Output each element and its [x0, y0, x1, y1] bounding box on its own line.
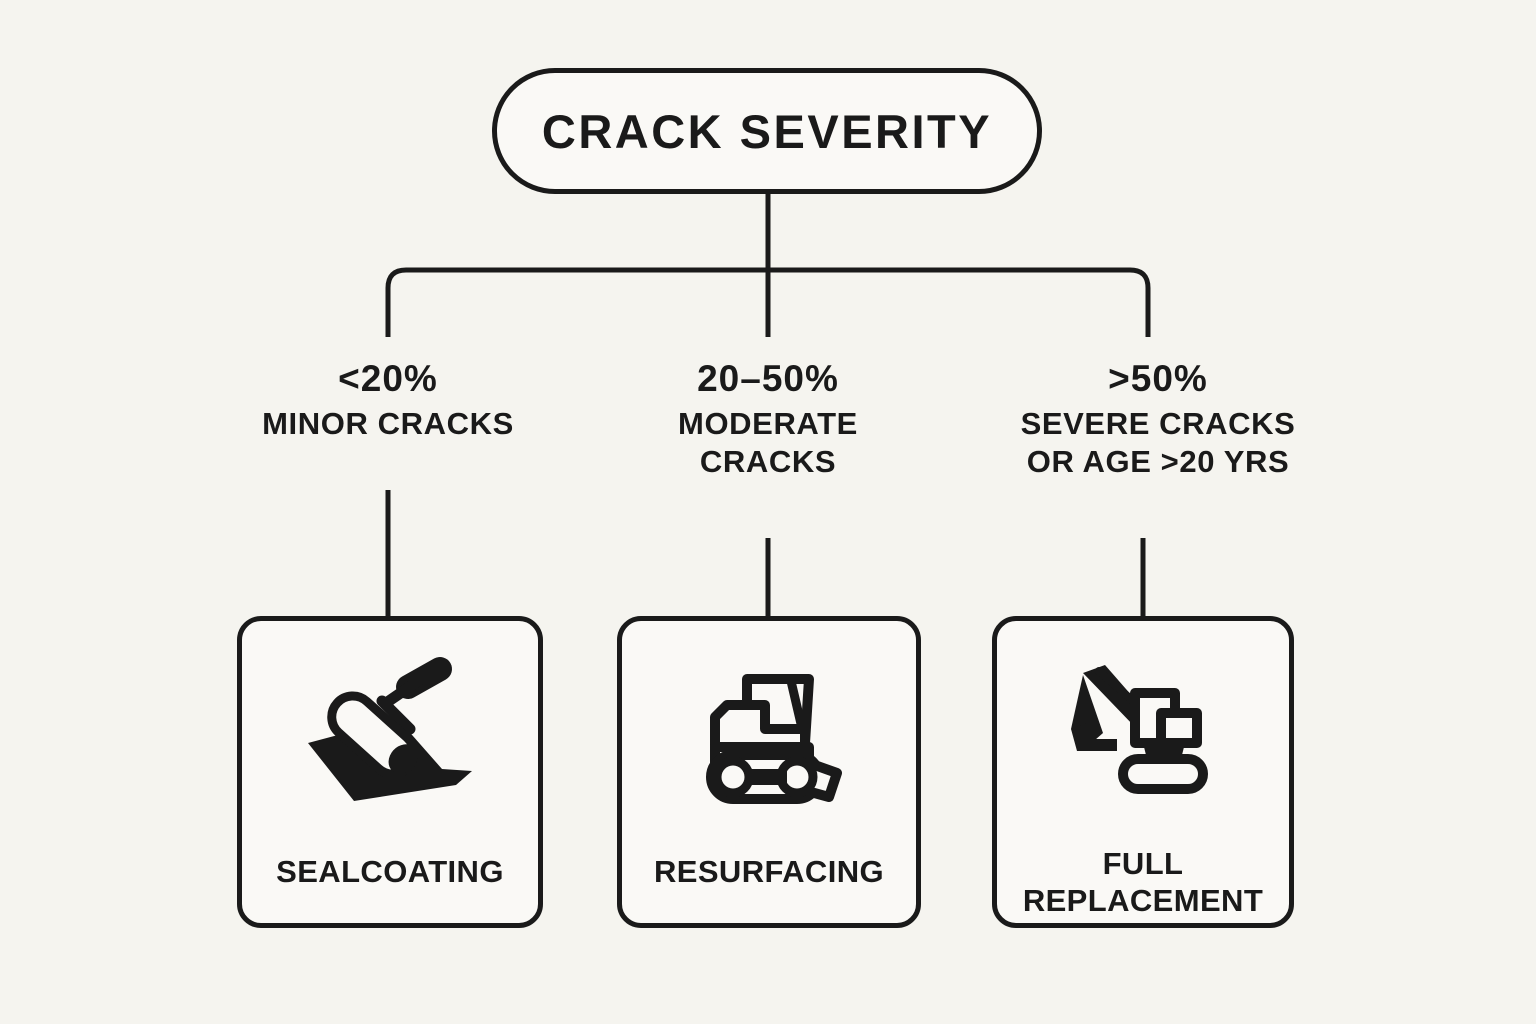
outcome-card-full-replacement[interactable]: FULL REPLACEMENT [992, 616, 1294, 928]
paint-roller-sealcoat-icon [283, 641, 498, 831]
outcome-label-sealcoating: SEALCOATING [276, 854, 504, 889]
branch-label-moderate: 20–50% MODERATE CRACKS [568, 358, 968, 482]
connector-bus [385, 267, 1151, 337]
root-node-label: CRACK SEVERITY [541, 104, 993, 158]
outcome-label-full-replacement-line2: REPLACEMENT [1022, 883, 1264, 919]
root-node-crack-severity[interactable]: CRACK SEVERITY [492, 68, 1042, 194]
outcome-label-full-replacement: FULL REPLACEMENT [997, 845, 1289, 919]
branch-label-severe: >50% SEVERE CRACKS OR AGE >20 YRS [958, 358, 1358, 482]
branch-description-severe: SEVERE CRACKS OR AGE >20 YRS [958, 405, 1358, 482]
outcome-label-resurfacing: RESURFACING [653, 854, 885, 889]
branch-description-severe-line1: SEVERE CRACKS [1020, 405, 1296, 441]
asphalt-paver-icon [662, 641, 877, 831]
excavator-icon [1036, 641, 1251, 831]
branch-description-minor: MINOR CRACKS [262, 405, 514, 441]
branch-percent-moderate: 20–50% [697, 358, 839, 399]
branch-description-moderate: MODERATE CRACKS [568, 405, 968, 482]
branch-percent-severe: >50% [1108, 358, 1208, 399]
branch-percent-minor: <20% [338, 358, 438, 399]
branch-description-moderate-line2: CRACKS [699, 444, 837, 480]
branch-label-minor: <20% MINOR CRACKS [188, 358, 588, 443]
outcome-label-full-replacement-line1: FULL [1102, 846, 1184, 881]
branch-description-severe-line2: OR AGE >20 YRS [1026, 444, 1290, 480]
outcome-card-sealcoating[interactable]: SEALCOATING [237, 616, 543, 928]
outcome-card-resurfacing[interactable]: RESURFACING [617, 616, 921, 928]
branch-description-moderate-line1: MODERATE [678, 405, 858, 441]
